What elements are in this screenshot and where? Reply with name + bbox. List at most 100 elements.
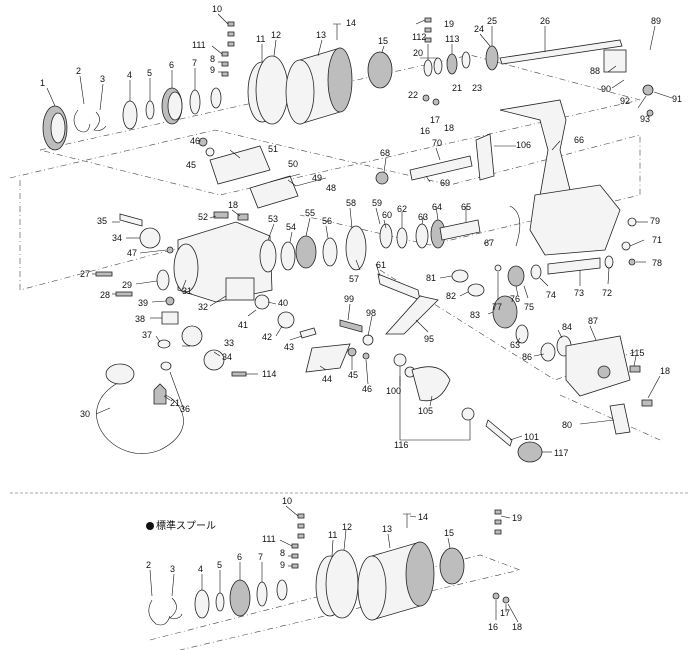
- callout-63: 63: [418, 212, 428, 222]
- callout-54: 54: [286, 222, 296, 232]
- spool-callout-17: 17: [500, 608, 510, 618]
- bail-wire-part: [96, 375, 184, 454]
- callout-36: 36: [180, 404, 190, 414]
- callout-76: 76: [510, 294, 520, 304]
- bullet-icon: [146, 522, 154, 530]
- callout-49: 49: [312, 173, 322, 183]
- callout-80: 80: [562, 420, 572, 430]
- spool-callout-16: 16: [488, 622, 498, 632]
- callout-39: 39: [138, 298, 148, 308]
- callout-56: 56: [322, 216, 332, 226]
- spool-callout-13: 13: [382, 524, 392, 534]
- callout-81: 81: [426, 273, 436, 283]
- callout-116: 116: [394, 440, 408, 450]
- callout-42: 42: [262, 332, 272, 342]
- callout-67: 67: [484, 238, 494, 248]
- callout-112: 112: [412, 32, 426, 42]
- callout-63b: 63: [510, 340, 520, 350]
- callout-52: 52: [198, 212, 208, 222]
- callout-71: 71: [652, 235, 662, 245]
- callout-65: 65: [461, 202, 471, 212]
- callout-35: 35: [97, 216, 107, 226]
- callout-92: 92: [620, 96, 630, 106]
- callout-105: 105: [418, 406, 433, 416]
- callout-69: 69: [440, 178, 450, 188]
- clip-part: [73, 109, 91, 133]
- callout-13: 13: [316, 30, 326, 40]
- callout-11: 11: [256, 34, 265, 44]
- callout-25: 25: [487, 16, 497, 26]
- spool-front-assembly: [42, 17, 654, 151]
- callout-86: 86: [522, 352, 532, 362]
- callout-20: 20: [413, 48, 423, 58]
- callout-95: 95: [424, 334, 434, 344]
- callout-70: 70: [432, 138, 442, 148]
- callout-60: 60: [382, 210, 392, 220]
- callout-40: 40: [278, 298, 288, 308]
- callout-46: 46: [190, 136, 200, 146]
- body-assembly: [95, 99, 653, 463]
- spool-callout-19: 19: [512, 513, 522, 523]
- callout-100: 100: [386, 386, 401, 396]
- main-callout-labels: 1 2 3 4 5 6 7 8 9 10 111 11 12 13 14 15 …: [40, 4, 682, 458]
- callout-8: 8: [210, 54, 215, 64]
- callout-16: 16: [420, 126, 430, 136]
- callout-33: 33: [224, 338, 234, 348]
- callout-17: 17: [430, 115, 440, 125]
- callout-77: 77: [492, 302, 502, 312]
- callout-55: 55: [305, 208, 315, 218]
- callout-23: 23: [472, 83, 482, 93]
- callout-87: 87: [588, 316, 598, 326]
- callout-83: 83: [470, 310, 480, 320]
- callout-12: 12: [271, 30, 281, 40]
- callout-98: 98: [366, 308, 376, 318]
- callout-50: 50: [288, 159, 298, 169]
- callout-78: 78: [652, 258, 662, 268]
- callout-2: 2: [76, 66, 81, 76]
- callout-38: 38: [135, 314, 145, 324]
- callout-9: 9: [210, 65, 215, 75]
- callout-29: 29: [122, 280, 132, 290]
- callout-19: 19: [444, 19, 454, 29]
- callout-26: 26: [540, 16, 550, 26]
- callout-59: 59: [372, 198, 382, 208]
- callout-34b: 34: [222, 352, 232, 362]
- callout-111: 111: [192, 40, 206, 50]
- callout-91: 91: [672, 94, 682, 104]
- callout-32: 32: [198, 302, 208, 312]
- callout-30: 30: [80, 409, 90, 419]
- callout-114: 114: [262, 369, 276, 379]
- standard-spool-heading: 標準スプール: [146, 517, 216, 532]
- callout-18: 18: [444, 123, 454, 133]
- callout-74: 74: [546, 290, 556, 300]
- callout-89: 89: [651, 16, 661, 26]
- callout-1: 1: [40, 78, 45, 88]
- callout-34: 34: [112, 233, 122, 243]
- callout-115: 115: [630, 348, 644, 358]
- callout-64: 64: [432, 202, 442, 212]
- callout-46b: 46: [362, 384, 372, 394]
- callout-21: 21: [452, 83, 462, 93]
- callout-82: 82: [446, 291, 456, 301]
- callout-21b: 21: [170, 398, 180, 408]
- callout-48: 48: [326, 183, 336, 193]
- callout-7: 7: [192, 58, 197, 68]
- assembly-guide-lines: [9, 54, 661, 650]
- spool-callout-14: 14: [418, 512, 428, 522]
- spool-callout-5: 5: [217, 560, 222, 570]
- callout-75: 75: [524, 302, 534, 312]
- callout-84: 84: [562, 322, 572, 332]
- callout-62: 62: [397, 204, 407, 214]
- callout-6: 6: [169, 60, 174, 70]
- callout-117: 117: [554, 448, 568, 458]
- spool-callout-3: 3: [170, 564, 175, 574]
- callout-43: 43: [284, 342, 294, 352]
- callout-27: 27: [80, 269, 90, 279]
- callout-5: 5: [147, 68, 152, 78]
- callout-53: 53: [268, 214, 278, 224]
- spool-callout-111: 111: [262, 534, 276, 544]
- callout-14: 14: [346, 18, 356, 28]
- callout-45b: 45: [348, 370, 358, 380]
- callout-51: 51: [268, 144, 278, 154]
